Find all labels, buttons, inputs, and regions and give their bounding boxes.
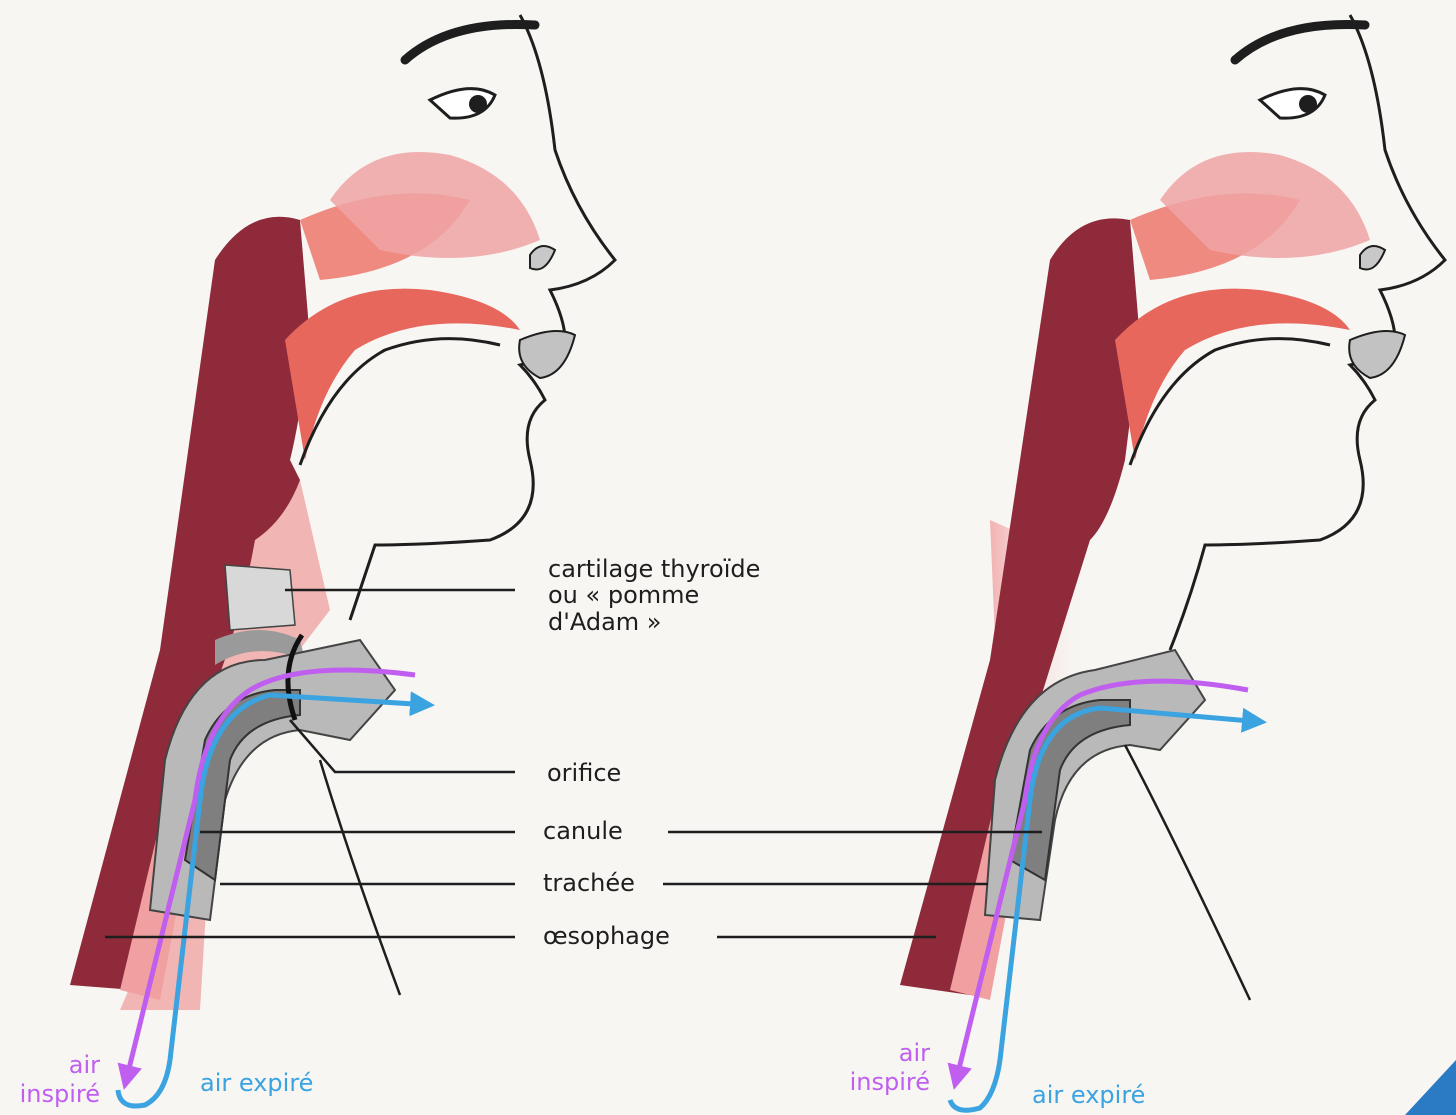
- right-label-air-expire: air expiré: [1032, 1082, 1145, 1108]
- left-eyebrow: [405, 24, 535, 60]
- left-nostril: [530, 246, 555, 270]
- left-label-air-inspire-line1: air: [40, 1052, 100, 1078]
- right-tongue: [1115, 289, 1350, 460]
- left-head-illustration: [70, 15, 615, 1010]
- left-label-air-expire: air expiré: [200, 1070, 313, 1096]
- left-tongue: [285, 289, 520, 460]
- right-head-illustration: [900, 15, 1445, 1000]
- label-canule: canule: [543, 818, 623, 844]
- label-thyroid-cartilage: cartilage thyroïde ou « pomme d'Adam »: [548, 556, 760, 635]
- right-eyebrow: [1235, 24, 1365, 60]
- right-pupil: [1299, 95, 1317, 113]
- left-label-air-inspire-line2: inspiré: [6, 1081, 100, 1107]
- right-nostril: [1360, 246, 1385, 270]
- right-label-air-inspire-line1: air: [870, 1040, 930, 1066]
- left-thyroid-cartilage: [225, 565, 295, 630]
- right-neck-line: [1125, 745, 1250, 1000]
- right-label-air-inspire-line2: inspiré: [836, 1069, 930, 1095]
- label-oesophage: œsophage: [543, 923, 670, 949]
- label-orifice: orifice: [547, 760, 621, 786]
- left-neck-line: [320, 760, 400, 995]
- corner-triangle: [1405, 1060, 1456, 1115]
- left-pupil: [469, 95, 487, 113]
- label-trachee: trachée: [543, 870, 635, 896]
